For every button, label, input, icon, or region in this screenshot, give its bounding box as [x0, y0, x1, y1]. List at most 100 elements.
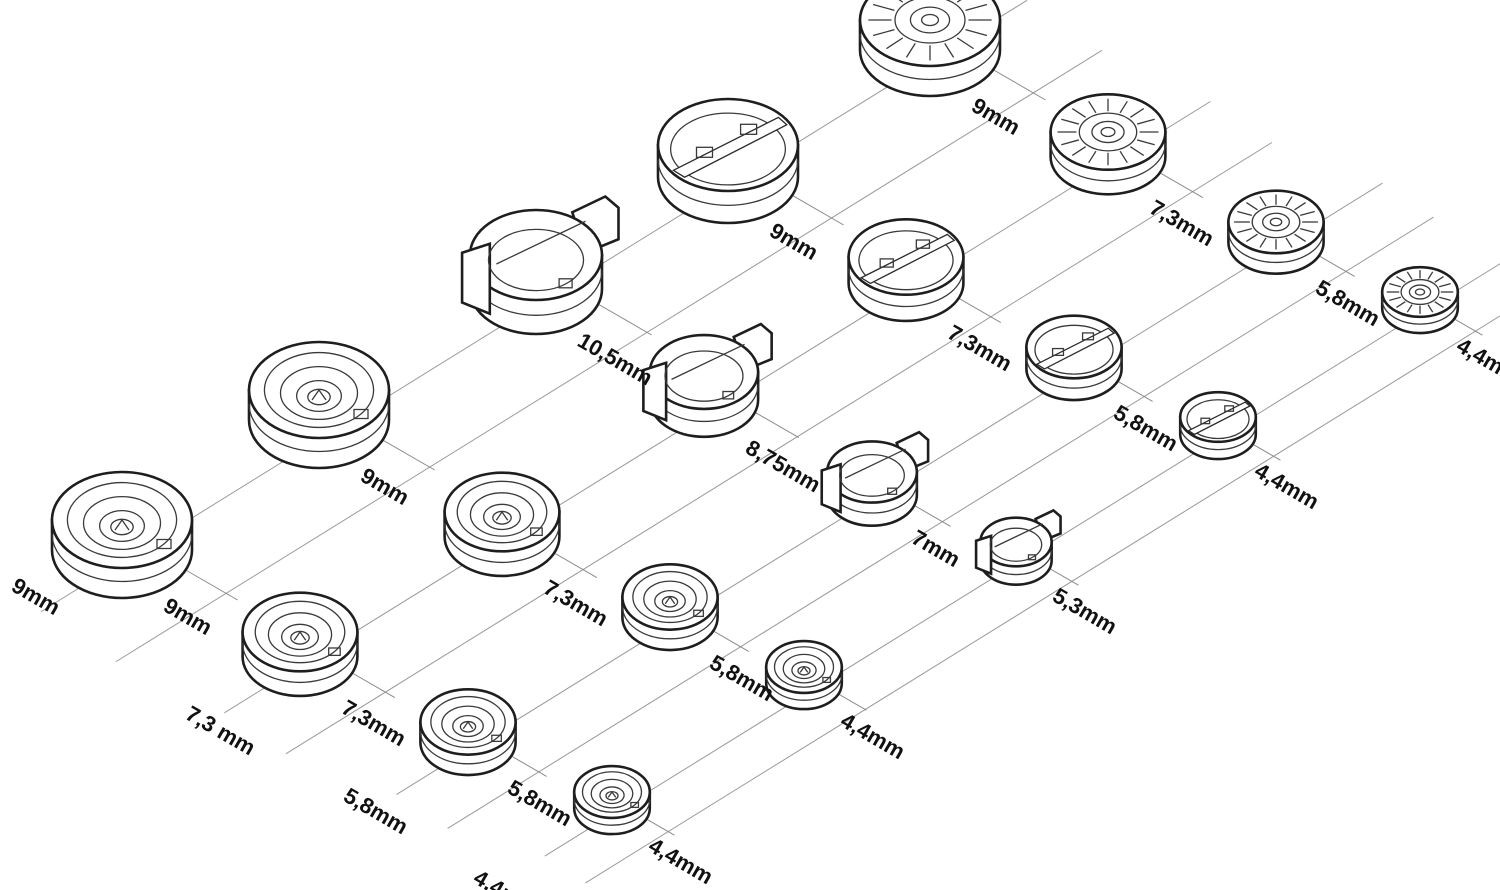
part-ring [487, 228, 585, 292]
part-band [1381, 299, 1459, 325]
part-ring [643, 580, 697, 618]
part-ring [839, 453, 905, 497]
part-ring [430, 695, 506, 749]
dimension-label: 4,4mm [1453, 333, 1500, 390]
part-arrow [462, 720, 474, 730]
part-ring [599, 786, 625, 805]
part-notch [558, 278, 573, 289]
parts-layer [50, 0, 1460, 836]
part-tooth [965, 3, 988, 11]
part-tab [695, 146, 714, 158]
part-ring [66, 481, 178, 559]
part-tooth [872, 3, 895, 11]
part-ring [581, 771, 643, 813]
part-tooth [1396, 301, 1406, 308]
part-ring [452, 714, 484, 738]
part-band [1025, 356, 1123, 389]
part-hub [1100, 126, 1116, 138]
insert-part-round [764, 639, 844, 711]
part-band [621, 606, 719, 640]
part-arrow [607, 790, 617, 798]
part-notch [630, 801, 640, 809]
part-ring [1034, 324, 1114, 375]
part-tooth [1071, 107, 1087, 118]
part-tooth [1427, 304, 1434, 313]
part-tooth [1300, 210, 1315, 217]
part-ring [1400, 278, 1440, 306]
part-tooth [1237, 210, 1252, 217]
insert-part-round [621, 563, 719, 652]
part-tooth [1246, 201, 1258, 211]
dimension-label: 4,4mm [470, 865, 543, 890]
dimension-label: 7mm [908, 525, 965, 572]
part-tooth [886, 37, 904, 50]
dimension-label: 7,3mm [338, 695, 411, 752]
part-tooth [1061, 118, 1080, 125]
part-band [1179, 424, 1257, 451]
part-clip-tab [642, 360, 668, 423]
part-tooth [1427, 271, 1434, 280]
insert-part-round [50, 470, 194, 600]
part-slot [671, 343, 745, 380]
part-arrow [293, 630, 307, 641]
dimension-label: 5,8mm [504, 775, 577, 832]
part-ring [469, 492, 535, 537]
dimension-label: 9mm [968, 93, 1025, 140]
part-ring [279, 365, 359, 421]
part-tooth [1259, 196, 1267, 207]
part-band [765, 674, 843, 701]
part-hub [1269, 217, 1283, 227]
part-tooth [1389, 296, 1401, 301]
part-band [51, 533, 193, 583]
part-hub [920, 13, 940, 27]
part-ring [632, 570, 708, 624]
part-clip-tab [974, 534, 993, 576]
part-tooth [1136, 139, 1155, 146]
part-tooth [1285, 237, 1293, 248]
part-band [1227, 231, 1325, 264]
part-ring [909, 6, 951, 34]
insert-part-geared [1380, 265, 1460, 335]
part-ring [263, 351, 375, 429]
insert-part-geared [1049, 92, 1167, 196]
insert-part-round [443, 471, 561, 578]
insert-part-geared [1227, 189, 1325, 275]
dimension-label: 4,4mm [645, 833, 718, 890]
insert-part-round [241, 591, 359, 698]
part-arrow [799, 665, 809, 673]
insert-part-geared [858, 0, 1002, 98]
part-tooth [1136, 118, 1155, 125]
part-tab [1051, 347, 1065, 357]
part-notch [822, 676, 832, 684]
part-band [443, 523, 561, 564]
insert-part-round [419, 688, 517, 777]
part-ring [664, 350, 744, 402]
dimension-label: 9mm [357, 463, 414, 510]
part-ring [254, 600, 346, 664]
part-band [573, 799, 651, 826]
part-ring [1186, 399, 1250, 440]
part-tooth [1396, 276, 1406, 283]
part-tooth [1406, 304, 1413, 313]
part-notch [491, 734, 502, 743]
part-ring [1408, 284, 1432, 300]
insert-part-clip [820, 430, 930, 528]
part-tooth [905, 43, 916, 58]
row-guide-line [115, 49, 1103, 663]
dimension-label: 8,75mm [742, 435, 825, 498]
dimension-label: 7,3mm [540, 575, 613, 632]
part-tooth [1237, 227, 1252, 234]
row-guide-line [285, 142, 1273, 755]
part-notch [693, 609, 704, 618]
insert-part-clip [460, 194, 620, 336]
dimension-label: 7,3mm [944, 320, 1017, 377]
part-notch [530, 527, 543, 537]
row-guide-line [585, 315, 1500, 884]
part-arrow [114, 518, 130, 531]
part-clip-tab [820, 462, 842, 514]
part-tab [1224, 405, 1235, 412]
part-tooth [956, 37, 974, 50]
part-ring [989, 527, 1043, 562]
insert-part-slot [1178, 390, 1258, 461]
